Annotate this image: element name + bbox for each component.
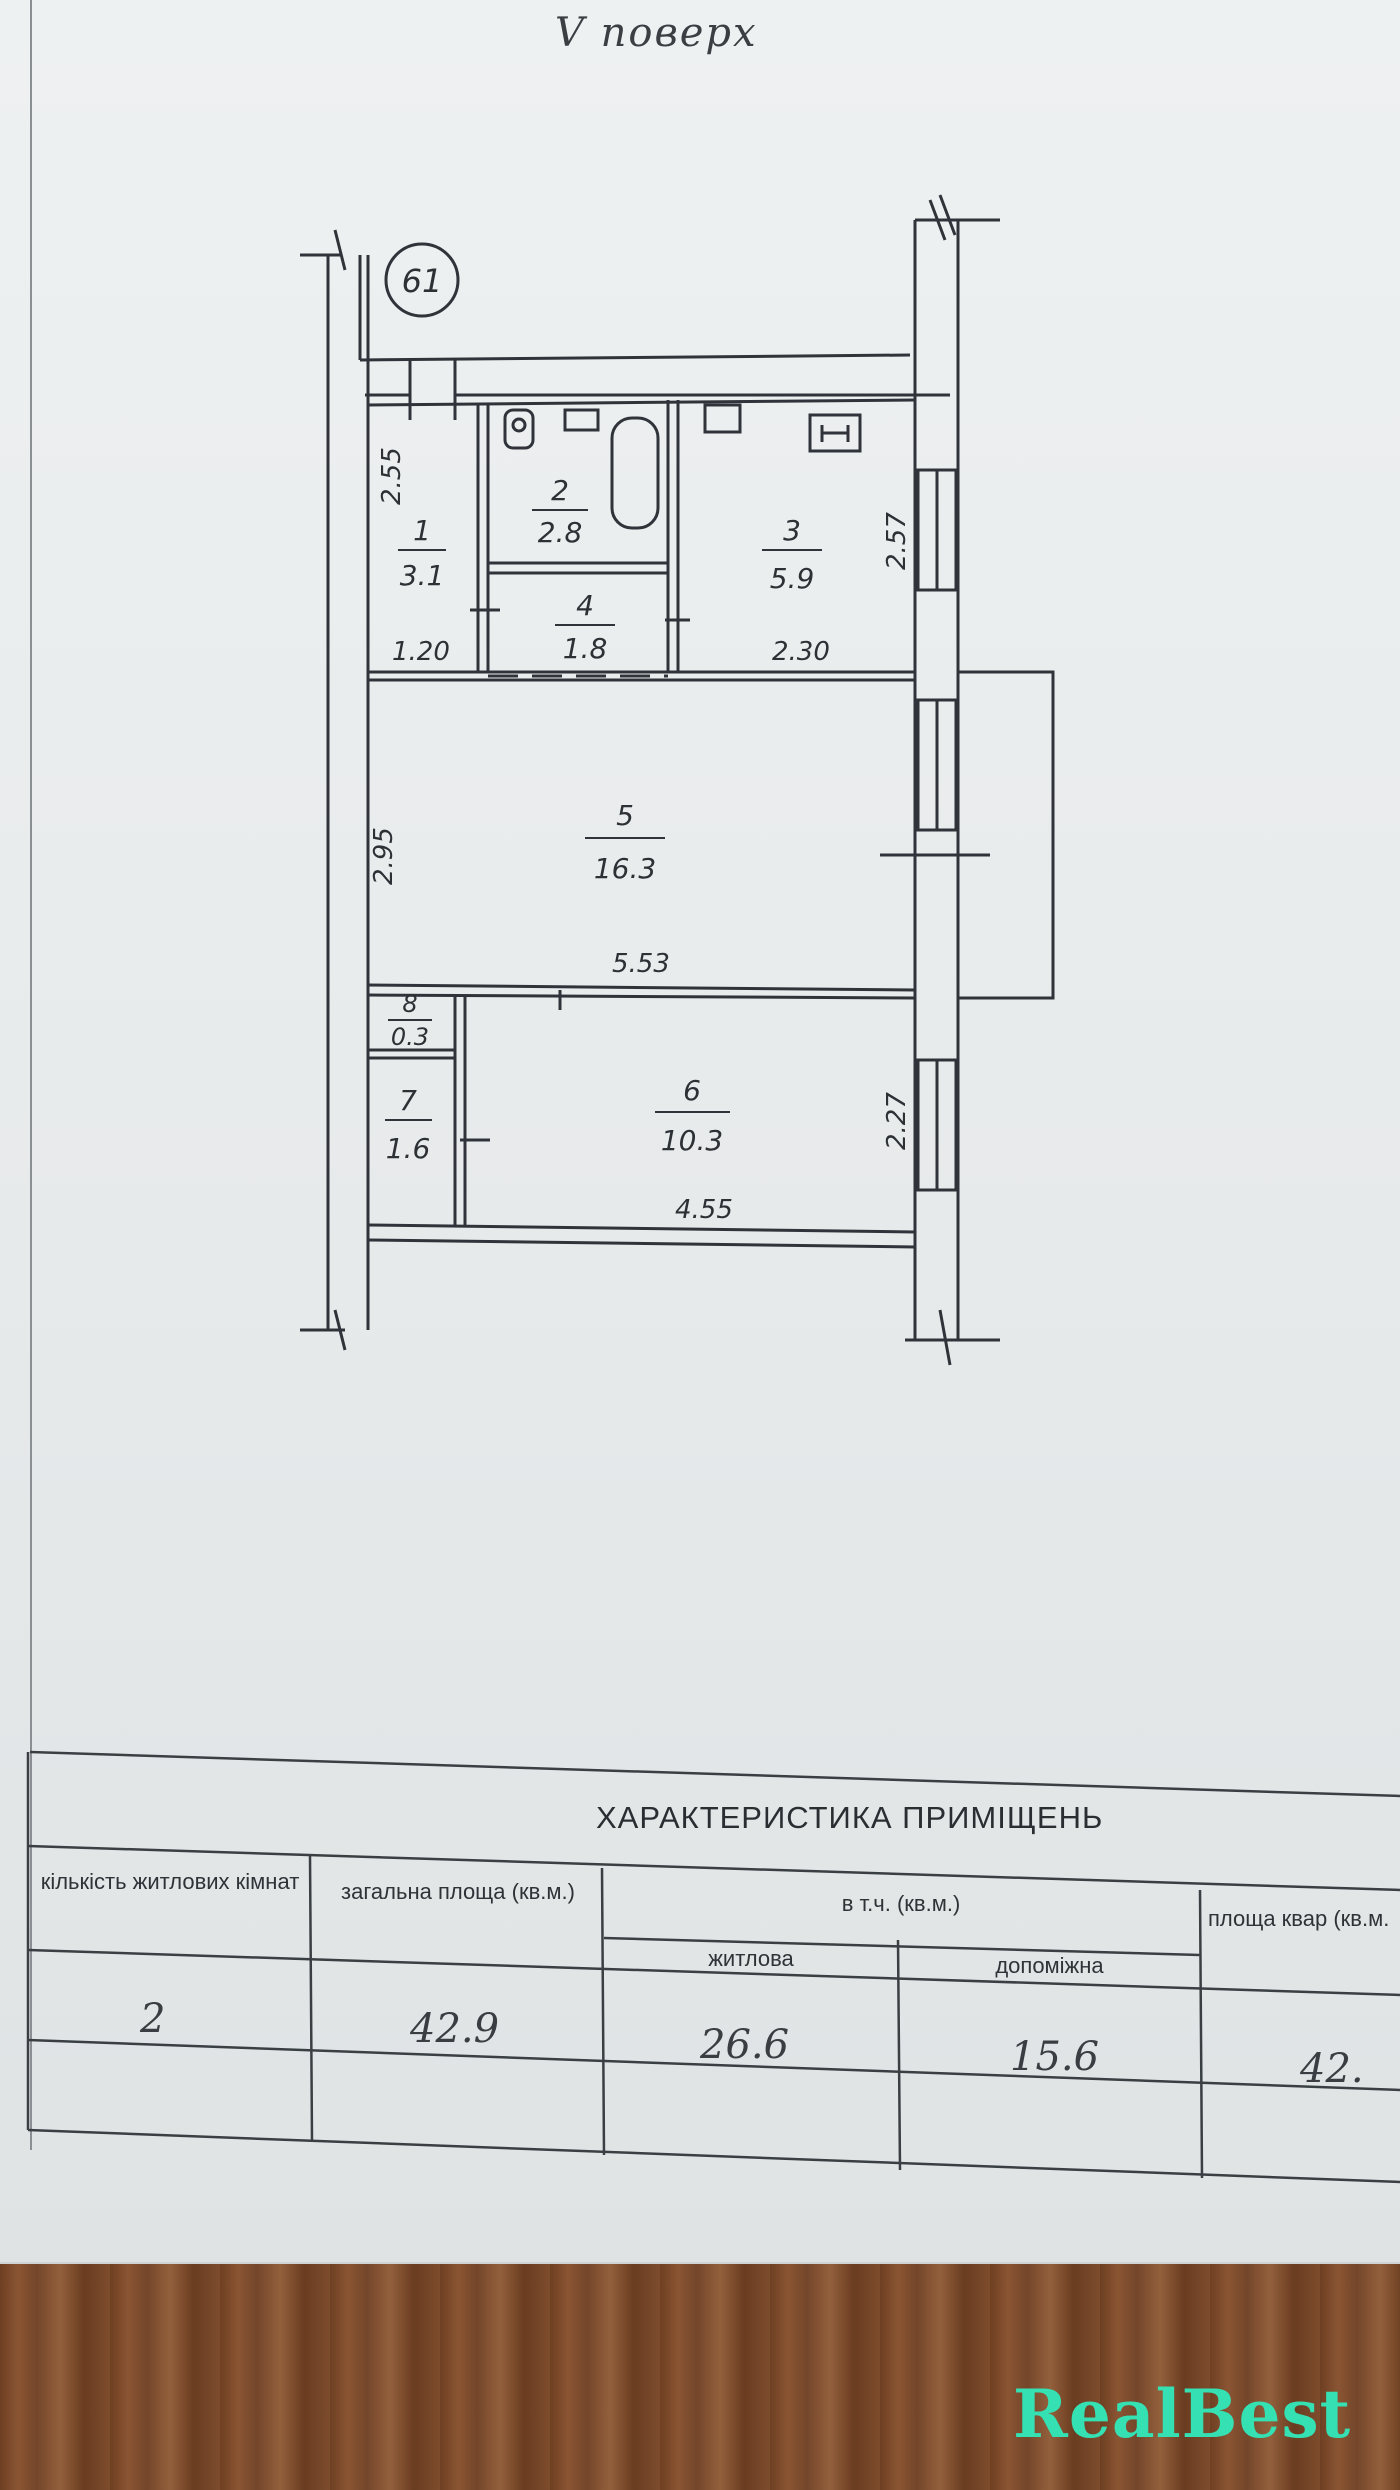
room-area: 5.9 (770, 562, 815, 595)
header-apartment-area: площа квар (кв.м. (1208, 1906, 1390, 1931)
room-number: 6 (683, 1074, 701, 1107)
room-area: 1.8 (563, 632, 608, 665)
value-total-area: 42.9 (410, 2006, 500, 2052)
room-number: 2 (551, 474, 569, 507)
dimension-label: 1.20 (392, 637, 450, 667)
dimension-label: 2.27 (882, 1092, 912, 1150)
page-margin-line (30, 0, 32, 2150)
room-area: 16.3 (594, 852, 656, 885)
stove (808, 413, 862, 453)
room-number: 5 (616, 799, 634, 832)
value-living: 26.6 (700, 2022, 790, 2068)
table-title: ХАРАКТЕРИСТИКА ПРИМІЩЕНЬ (596, 1800, 1104, 1835)
wooden-table-background (0, 2250, 1400, 2490)
header-incl: в т.ч. (кв.м.) (841, 1891, 961, 1916)
room-area: 10.3 (661, 1124, 723, 1157)
room-number: 3 (783, 514, 801, 547)
room-area: 1.6 (386, 1132, 431, 1165)
floor-plan: 61 1 3.1 2 2.8 3 5.9 4 1.8 5 16.3 6 10.3… (26, 194, 1400, 2184)
apartment-number: 61 (402, 262, 443, 300)
characteristics-table-frame (26, 1750, 1400, 2184)
dimension-label: 5.53 (612, 949, 670, 979)
room-number: 4 (576, 589, 594, 622)
sink-kitchen (703, 403, 742, 434)
wall-break-marks (300, 229, 347, 1351)
room-number: 7 (399, 1084, 417, 1117)
header-auxiliary: допоміжна (995, 1953, 1104, 1978)
bathtub (610, 416, 660, 530)
dimension-label: 4.55 (675, 1195, 733, 1225)
realbest-watermark-logo: RealBest (1013, 2375, 1352, 2453)
sink-bathroom (563, 408, 600, 432)
dimension-label: 2.30 (772, 637, 830, 667)
room-area: 0.3 (391, 1023, 429, 1051)
header-living: житлова (708, 1946, 794, 1971)
room-number: 8 (402, 990, 417, 1018)
value-rooms-count: 2 (140, 1996, 166, 2042)
toilet (503, 408, 535, 450)
floor-label: V поверх (555, 10, 758, 56)
header-rooms-count: кількість житлових кімнат (40, 1869, 300, 1894)
value-auxiliary: 15.6 (1010, 2034, 1100, 2080)
room-area: 2.8 (538, 516, 583, 549)
document-sheet (0, 0, 1400, 2264)
apartment-number-circle (384, 242, 460, 318)
value-apartment-area: 42. (1300, 2046, 1364, 2092)
dimension-label: 2.57 (882, 512, 912, 570)
room-number: 1 (413, 514, 431, 547)
dimension-label: 2.55 (377, 447, 407, 505)
room-area: 3.1 (400, 559, 445, 592)
header-total-area: загальна площа (кв.м.) (341, 1879, 575, 1904)
dimension-label: 2.95 (369, 827, 399, 885)
balcony-outline (958, 670, 1055, 1000)
